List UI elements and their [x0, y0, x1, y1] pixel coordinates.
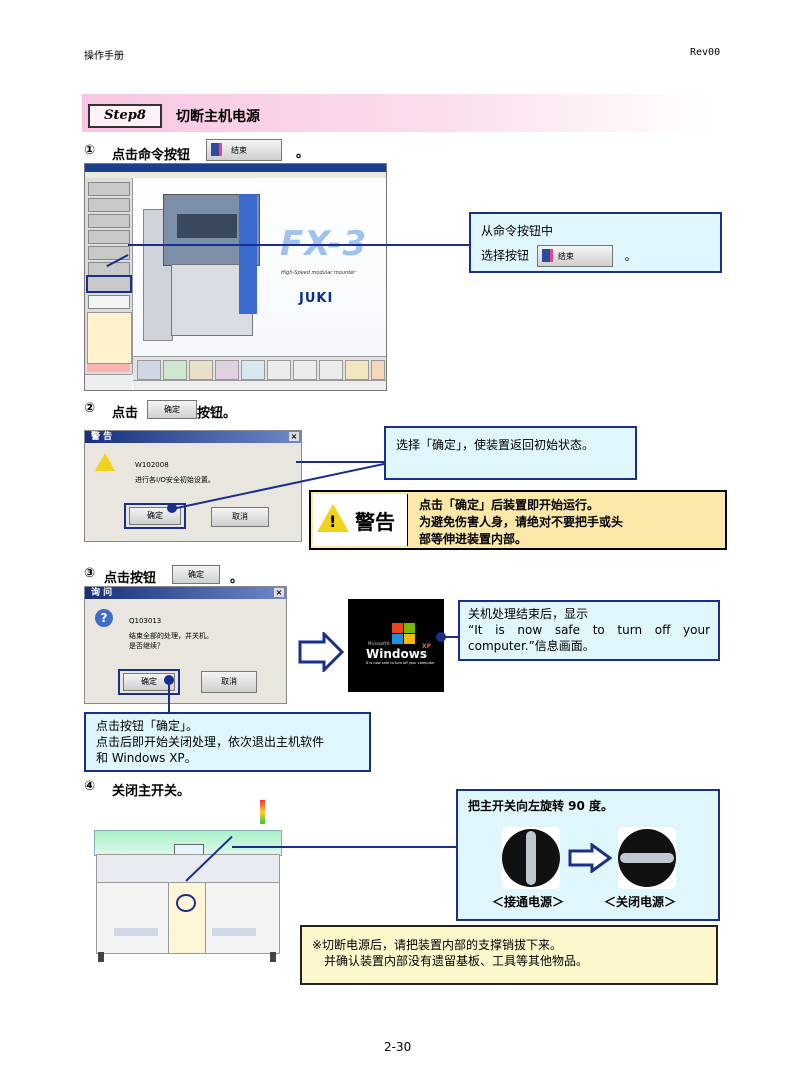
step4-number: ④: [84, 779, 96, 794]
step3-text: 点击按钮: [104, 571, 157, 586]
step2-number: ②: [84, 401, 96, 416]
step1-number: ①: [84, 143, 96, 158]
step2-text-end: 按钮。: [197, 406, 237, 421]
step-title: 切断主机电源: [176, 109, 260, 125]
close-icon: ×: [289, 432, 299, 441]
ok-button-face: 确定: [123, 673, 175, 691]
switch-on-image: [502, 827, 560, 889]
main-screen-screenshot: FX-3 High-Speed modular mounter JUKI: [84, 163, 387, 391]
safety-warning-box: ! 警告 点击「确定」后装置即开始运行。 为避免伤害人身，请绝对不要把手或头 部…: [309, 490, 727, 550]
cancel-button: 取消: [211, 507, 269, 527]
step3-bottom-callout: 点击按钮「确定」。 点击后即开始关闭处理，依次退出主机软件 和 Windows …: [84, 712, 371, 772]
step3-end: 。: [230, 571, 244, 586]
bottom-toolbar: [133, 356, 386, 381]
step1-callout: 从命令按钮中 选择按钮 结束 。: [469, 212, 722, 273]
machine-front-view: [84, 800, 292, 968]
confirm-dialog: 询 问× ? Q103013 结束全部的处理，并关机。 是否继续？ 确定 取消: [84, 586, 287, 704]
right-arrow-icon: [568, 843, 612, 873]
warning-icon: [95, 453, 115, 471]
ok-button-image: 确定: [147, 400, 197, 419]
step1-text: 点击命令按钮: [112, 148, 191, 163]
windows-shutdown-screen: Microsoft® Windows XP It is now safe to …: [348, 599, 444, 692]
connector-line: [168, 680, 170, 714]
step2-text: 点击: [112, 406, 139, 421]
step2-callout: 选择「确定」，使装置返回初始状态。: [384, 426, 637, 480]
windows-flag-icon: [392, 623, 416, 645]
switch-off-image: [618, 827, 676, 889]
step4-text: 关闭主开关。: [112, 784, 191, 799]
door-icon: [541, 249, 553, 262]
juki-logo: JUKI: [299, 291, 334, 306]
close-icon: ×: [274, 588, 284, 597]
left-command-panel: [85, 178, 133, 374]
door-icon: [211, 143, 222, 156]
note-box: ※切断电源后，请把装置内部的支撑销拔下来。 并确认装置内部没有遗留基板、工具等其…: [300, 925, 718, 985]
header-left: 操作手册: [84, 51, 124, 62]
step-bar: [82, 94, 714, 132]
right-arrow-icon: [298, 632, 344, 672]
connector-line: [232, 846, 458, 848]
page-number: 2-30: [384, 1040, 412, 1054]
step-label: Step8: [88, 104, 162, 128]
warning-label: 警告: [355, 510, 395, 534]
step1-end: 。: [296, 146, 310, 161]
warning-dialog: 警 告× W102008 进行各I/O安全初始设置。 确定 取消: [84, 430, 302, 542]
question-icon: ?: [95, 609, 113, 627]
ok-button-image: 确定: [172, 565, 220, 584]
cancel-button: 取消: [201, 671, 257, 693]
connector-line: [296, 461, 386, 463]
end-button-image: 结束: [536, 245, 613, 267]
machine-illustration: [143, 184, 260, 344]
fx3-subtitle: High-Speed modular mounter: [281, 270, 356, 276]
exclamation-icon: [317, 504, 349, 532]
main-switch-marker: [176, 894, 196, 912]
step3-callout: 关机处理结束后，显示 “It is now safe to turn off y…: [458, 600, 720, 661]
end-button-image: 结束: [206, 139, 282, 161]
step3-number: ③: [84, 566, 96, 581]
step4-callout: 把主开关向左旋转 90 度。 ＜接通电源＞ ＜关闭电源＞: [456, 789, 720, 921]
header-right: Rev00: [690, 47, 721, 58]
connector-line: [128, 244, 470, 246]
connector-line: [440, 636, 460, 638]
